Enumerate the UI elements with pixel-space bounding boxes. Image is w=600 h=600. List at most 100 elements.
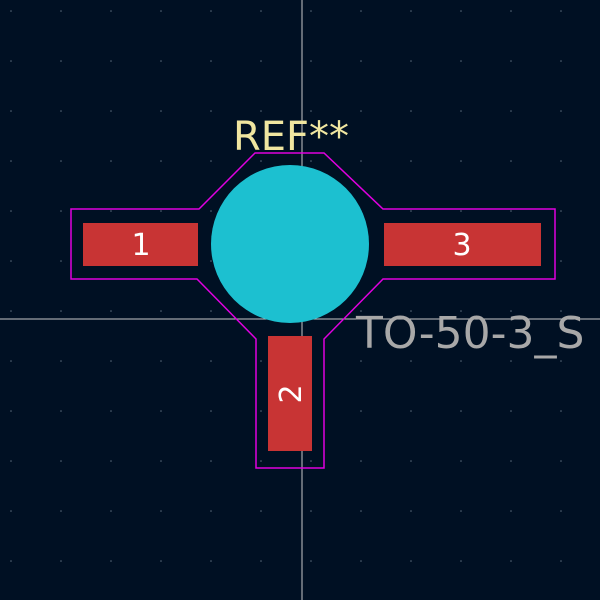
grid-dot bbox=[110, 560, 112, 562]
grid-dot bbox=[10, 160, 12, 162]
grid-dot bbox=[60, 60, 62, 62]
grid-dot bbox=[210, 10, 212, 12]
grid-dot bbox=[360, 160, 362, 162]
grid-dot bbox=[60, 460, 62, 462]
grid-dot bbox=[160, 10, 162, 12]
grid-dot bbox=[60, 410, 62, 412]
grid-dot bbox=[410, 460, 412, 462]
grid-dot bbox=[60, 310, 62, 312]
grid-dot bbox=[10, 260, 12, 262]
grid-dot bbox=[360, 310, 362, 312]
grid-dot bbox=[210, 460, 212, 462]
grid-dot bbox=[210, 260, 212, 262]
grid-dot bbox=[510, 510, 512, 512]
grid-dot bbox=[310, 560, 312, 562]
grid-dot bbox=[10, 110, 12, 112]
grid-dot bbox=[360, 110, 362, 112]
grid-dot bbox=[160, 460, 162, 462]
grid-dot bbox=[410, 310, 412, 312]
grid-dot bbox=[510, 310, 512, 312]
grid-dot bbox=[160, 210, 162, 212]
grid-dot bbox=[10, 460, 12, 462]
grid-dot bbox=[460, 410, 462, 412]
grid-dot bbox=[460, 60, 462, 62]
grid-dot bbox=[510, 410, 512, 412]
grid-dot bbox=[410, 110, 412, 112]
grid-dot bbox=[410, 210, 412, 212]
reference-designator[interactable]: REF** bbox=[233, 114, 349, 160]
grid-dot bbox=[160, 410, 162, 412]
footprint-value[interactable]: TO-50-3_S bbox=[355, 308, 584, 359]
grid-dot bbox=[10, 60, 12, 62]
grid-dot bbox=[260, 160, 262, 162]
grid-dot bbox=[10, 510, 12, 512]
grid-dot bbox=[360, 510, 362, 512]
grid-dot bbox=[110, 360, 112, 362]
grid-dot bbox=[460, 360, 462, 362]
grid-dot bbox=[260, 360, 262, 362]
grid-dot bbox=[460, 310, 462, 312]
grid-dot bbox=[310, 160, 312, 162]
grid-dot bbox=[410, 160, 412, 162]
grid-dot bbox=[560, 260, 562, 262]
grid-dot bbox=[210, 360, 212, 362]
grid-dot bbox=[110, 460, 112, 462]
grid-dot bbox=[310, 460, 312, 462]
grid-dot bbox=[60, 160, 62, 162]
grid-dot bbox=[210, 110, 212, 112]
grid-dot bbox=[210, 310, 212, 312]
grid-dot bbox=[160, 360, 162, 362]
grid-dot bbox=[60, 260, 62, 262]
grid-dot bbox=[110, 410, 112, 412]
grid-dot bbox=[60, 510, 62, 512]
grid-dot bbox=[460, 110, 462, 112]
grid-dot bbox=[460, 460, 462, 462]
pad-2[interactable] bbox=[268, 336, 312, 451]
pad-3-label: 3 bbox=[452, 228, 471, 263]
grid-dot bbox=[410, 510, 412, 512]
grid-dot bbox=[560, 160, 562, 162]
pad-2-label: 2 bbox=[274, 384, 309, 403]
grid-dot bbox=[160, 510, 162, 512]
grid-dot bbox=[560, 360, 562, 362]
grid-dot bbox=[560, 110, 562, 112]
pad-1[interactable] bbox=[83, 223, 198, 266]
grid-dot bbox=[10, 410, 12, 412]
grid-dot bbox=[560, 310, 562, 312]
grid-dot bbox=[310, 110, 312, 112]
grid-dot bbox=[260, 560, 262, 562]
grid-dot bbox=[60, 110, 62, 112]
pad-1-label: 1 bbox=[131, 228, 150, 263]
grid-dot bbox=[360, 60, 362, 62]
grid-dot bbox=[460, 560, 462, 562]
grid-dot bbox=[310, 10, 312, 12]
grid-dot bbox=[510, 10, 512, 12]
grid-dot bbox=[10, 360, 12, 362]
pad-3[interactable] bbox=[384, 223, 541, 266]
grid-dot bbox=[110, 210, 112, 212]
grid-dot bbox=[160, 310, 162, 312]
grid-dot bbox=[260, 410, 262, 412]
grid-dot bbox=[460, 10, 462, 12]
grid-dot bbox=[110, 310, 112, 312]
grid-dot bbox=[510, 210, 512, 212]
component-body[interactable] bbox=[211, 165, 369, 323]
grid-dot bbox=[560, 210, 562, 212]
grid-dot bbox=[210, 560, 212, 562]
grid-dot bbox=[110, 10, 112, 12]
grid-dot bbox=[510, 460, 512, 462]
grid-dot bbox=[160, 560, 162, 562]
grid-dot bbox=[360, 360, 362, 362]
grid-dot bbox=[460, 160, 462, 162]
grid-dot bbox=[510, 360, 512, 362]
grid-dot bbox=[510, 560, 512, 562]
grid-dot bbox=[210, 210, 212, 212]
grid-dot bbox=[560, 560, 562, 562]
grid-dot bbox=[460, 210, 462, 212]
grid-dot bbox=[410, 560, 412, 562]
grid-dot bbox=[10, 10, 12, 12]
grid-dot bbox=[560, 410, 562, 412]
grid-dot bbox=[210, 160, 212, 162]
